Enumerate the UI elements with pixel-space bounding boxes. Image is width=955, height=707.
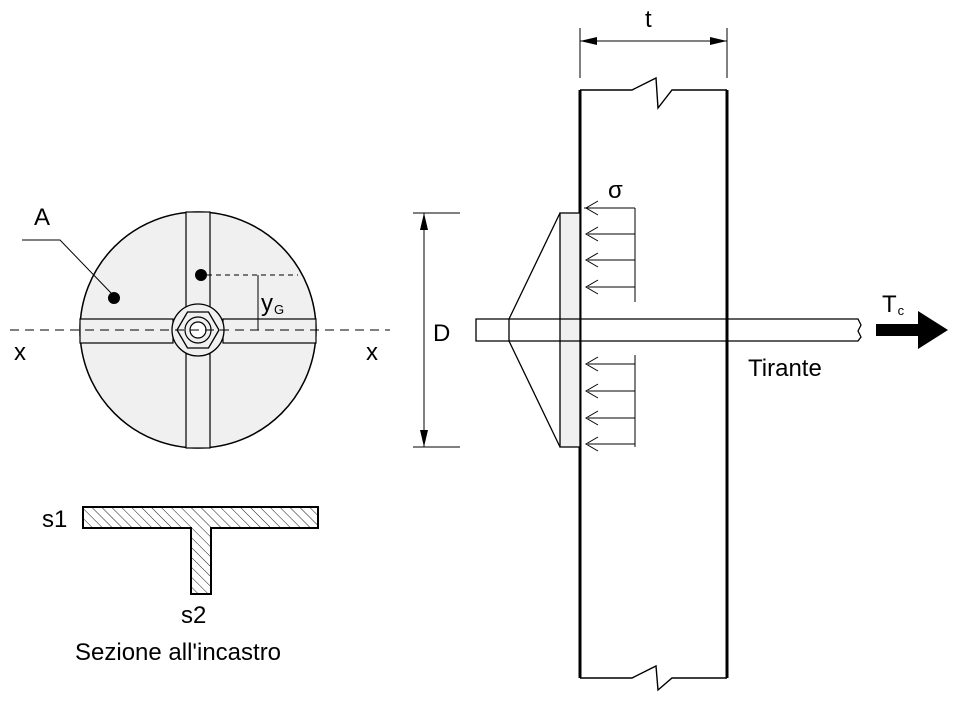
label-D: D — [433, 320, 450, 347]
pressure-arrows-top — [585, 200, 635, 295]
rib-vertical-bottom — [185, 353, 211, 449]
label-tirante: Tirante — [748, 355, 822, 382]
label-A: A — [34, 204, 50, 231]
label-sigma: σ — [608, 177, 623, 204]
anchor-plate-front-view: x x A yG — [10, 204, 390, 449]
x-axis-label-left: x — [14, 339, 26, 366]
leader-A — [22, 239, 113, 295]
pressure-arrows-bottom — [585, 356, 635, 452]
break-line-top — [580, 76, 727, 110]
rib-horizontal-left — [79, 318, 174, 344]
section-at-fixed-end: s1 s2 Sezione all'incastro — [42, 506, 319, 666]
stiffener-outline-top — [508, 212, 561, 448]
label-t: t — [645, 6, 652, 33]
label-yG: yG — [261, 290, 284, 317]
x-axis-label-right: x — [366, 339, 378, 366]
wall-side-view: t — [578, 6, 729, 692]
rib-vertical-top — [185, 211, 211, 308]
tie-rod: Tc Tirante — [475, 291, 948, 382]
label-s2: s2 — [181, 602, 206, 629]
D-arrow-top — [420, 213, 428, 230]
t-arrow-left — [580, 37, 597, 45]
pressure-diagram: σ — [584, 177, 636, 452]
D-arrow-bottom — [420, 430, 428, 447]
t-section — [82, 506, 319, 595]
caption-section: Sezione all'incastro — [75, 639, 281, 666]
tension-arrow — [876, 311, 948, 349]
tie-rod-bar — [475, 318, 862, 342]
centroid-dot-G — [195, 269, 207, 281]
centroid-dot-A — [108, 292, 120, 304]
t-arrow-right — [710, 37, 727, 45]
label-s1: s1 — [42, 506, 67, 533]
label-Tc: Tc — [882, 291, 905, 318]
anchor-plate-side-view: D — [413, 212, 581, 448]
break-line-bottom — [580, 664, 727, 692]
rib-horizontal-right — [222, 318, 317, 344]
plate-side — [559, 212, 581, 448]
